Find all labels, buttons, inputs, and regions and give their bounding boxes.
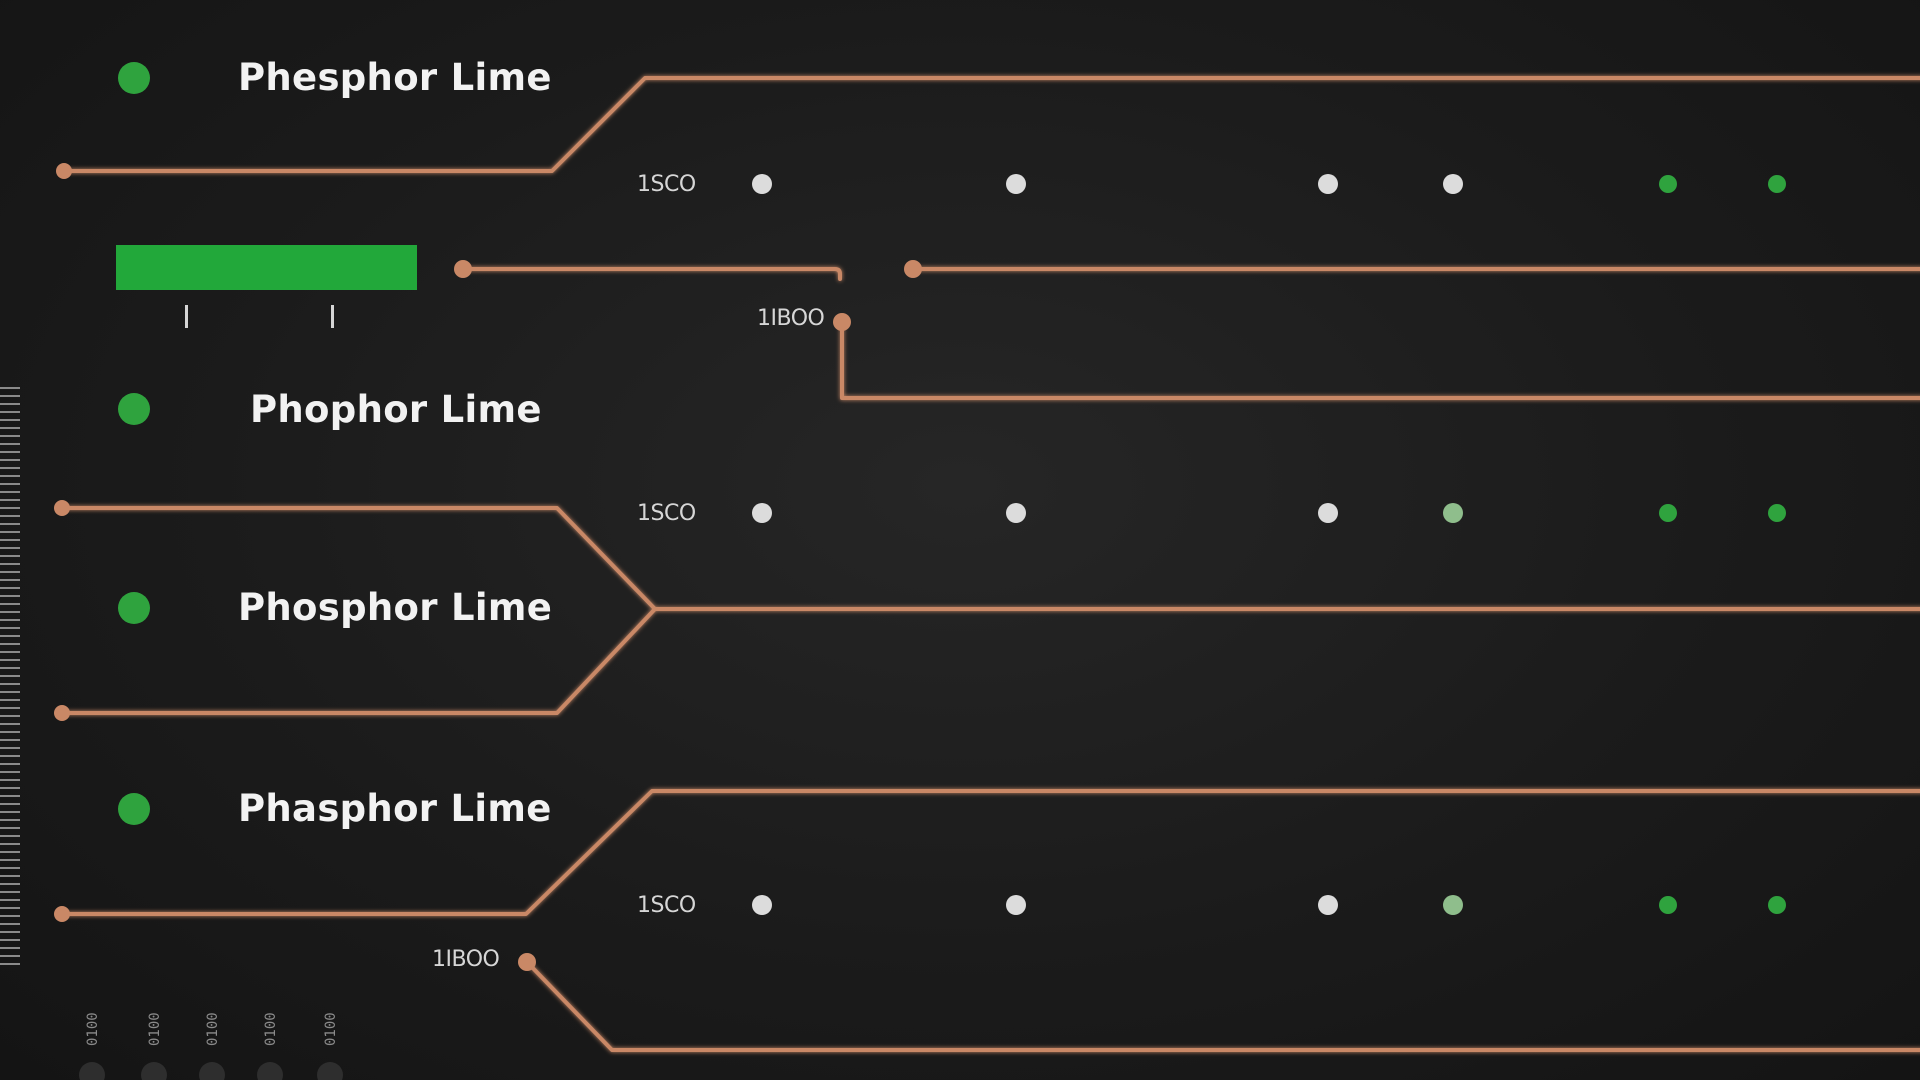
bottom-pad	[317, 1062, 343, 1080]
status-led-row2	[118, 393, 150, 425]
bottom-pad	[141, 1062, 167, 1080]
bottom-tick-code: 0100	[263, 1012, 279, 1046]
pad-junction-upper	[833, 313, 851, 331]
signal-dots-row1	[752, 174, 1786, 194]
signal-dots-row4	[752, 895, 1786, 915]
signal-dot	[1768, 175, 1786, 193]
signal-dot	[1443, 895, 1463, 915]
signal-dot	[1006, 174, 1026, 194]
signal-dot	[1318, 895, 1338, 915]
signal-dot	[1318, 174, 1338, 194]
bottom-tick-code: 0100	[323, 1012, 339, 1046]
bottom-pad	[79, 1062, 105, 1080]
junction-label-lower: 1IBOO	[432, 947, 500, 972]
trace-bar-left	[461, 267, 842, 281]
signal-dot	[1006, 503, 1026, 523]
trace-row3-top	[60, 506, 657, 611]
level-bar-fill	[116, 245, 417, 290]
trace-row3-bottom	[60, 607, 657, 715]
trace-junction-lower	[525, 960, 1920, 1052]
signal-dots-row2	[752, 503, 1786, 523]
trace-pads	[54, 163, 922, 971]
level-bar-tick-1	[185, 305, 188, 328]
pad-row4-start	[54, 906, 70, 922]
status-led-row1	[118, 62, 150, 94]
row-title-2: Phophor Lime	[250, 388, 542, 431]
level-bar-tick-2	[331, 305, 334, 328]
trace-row1	[62, 76, 1920, 173]
junction-label-upper: 1IBOO	[757, 306, 825, 331]
signal-dot	[1659, 504, 1677, 522]
signal-dot	[1768, 896, 1786, 914]
signal-dot	[752, 895, 772, 915]
signal-dot	[1443, 503, 1463, 523]
copper-traces	[60, 76, 1920, 1052]
bottom-tick-code: 0100	[85, 1012, 101, 1046]
signal-dot	[1318, 503, 1338, 523]
row-code-2: 1SCO	[637, 501, 696, 526]
signal-dot	[1768, 504, 1786, 522]
left-ruler	[0, 387, 20, 965]
trace-row4	[60, 789, 1920, 916]
pad-junction-lower	[518, 953, 536, 971]
level-bar	[116, 245, 417, 328]
pad-row3-top	[54, 500, 70, 516]
signal-dot	[1443, 174, 1463, 194]
trace-junction-upper	[840, 320, 1920, 400]
pad-row3-bottom	[54, 705, 70, 721]
signal-dot	[1659, 896, 1677, 914]
signal-dot	[752, 503, 772, 523]
row-code-1: 1SCO	[637, 172, 696, 197]
status-led-row4	[118, 793, 150, 825]
bottom-pad	[199, 1062, 225, 1080]
pad-bar-left	[454, 260, 472, 278]
status-led-row3	[118, 592, 150, 624]
signal-dot	[1659, 175, 1677, 193]
row-title-3: Phosphor Lime	[238, 586, 552, 629]
row-code-4: 1SCO	[637, 893, 696, 918]
signal-dot	[1006, 895, 1026, 915]
signal-dot	[752, 174, 772, 194]
bottom-tick-codes: 0100 0100 0100 0100 0100	[79, 1012, 343, 1080]
pad-row1-start	[56, 163, 72, 179]
bottom-tick-code: 0100	[205, 1012, 221, 1046]
bottom-pad	[257, 1062, 283, 1080]
row-title-4: Phasphor Lime	[238, 787, 552, 830]
status-leds	[118, 62, 150, 825]
bottom-tick-code: 0100	[147, 1012, 163, 1046]
pad-bar-gap	[904, 260, 922, 278]
row-title-1: Phesphor Lime	[238, 56, 552, 99]
